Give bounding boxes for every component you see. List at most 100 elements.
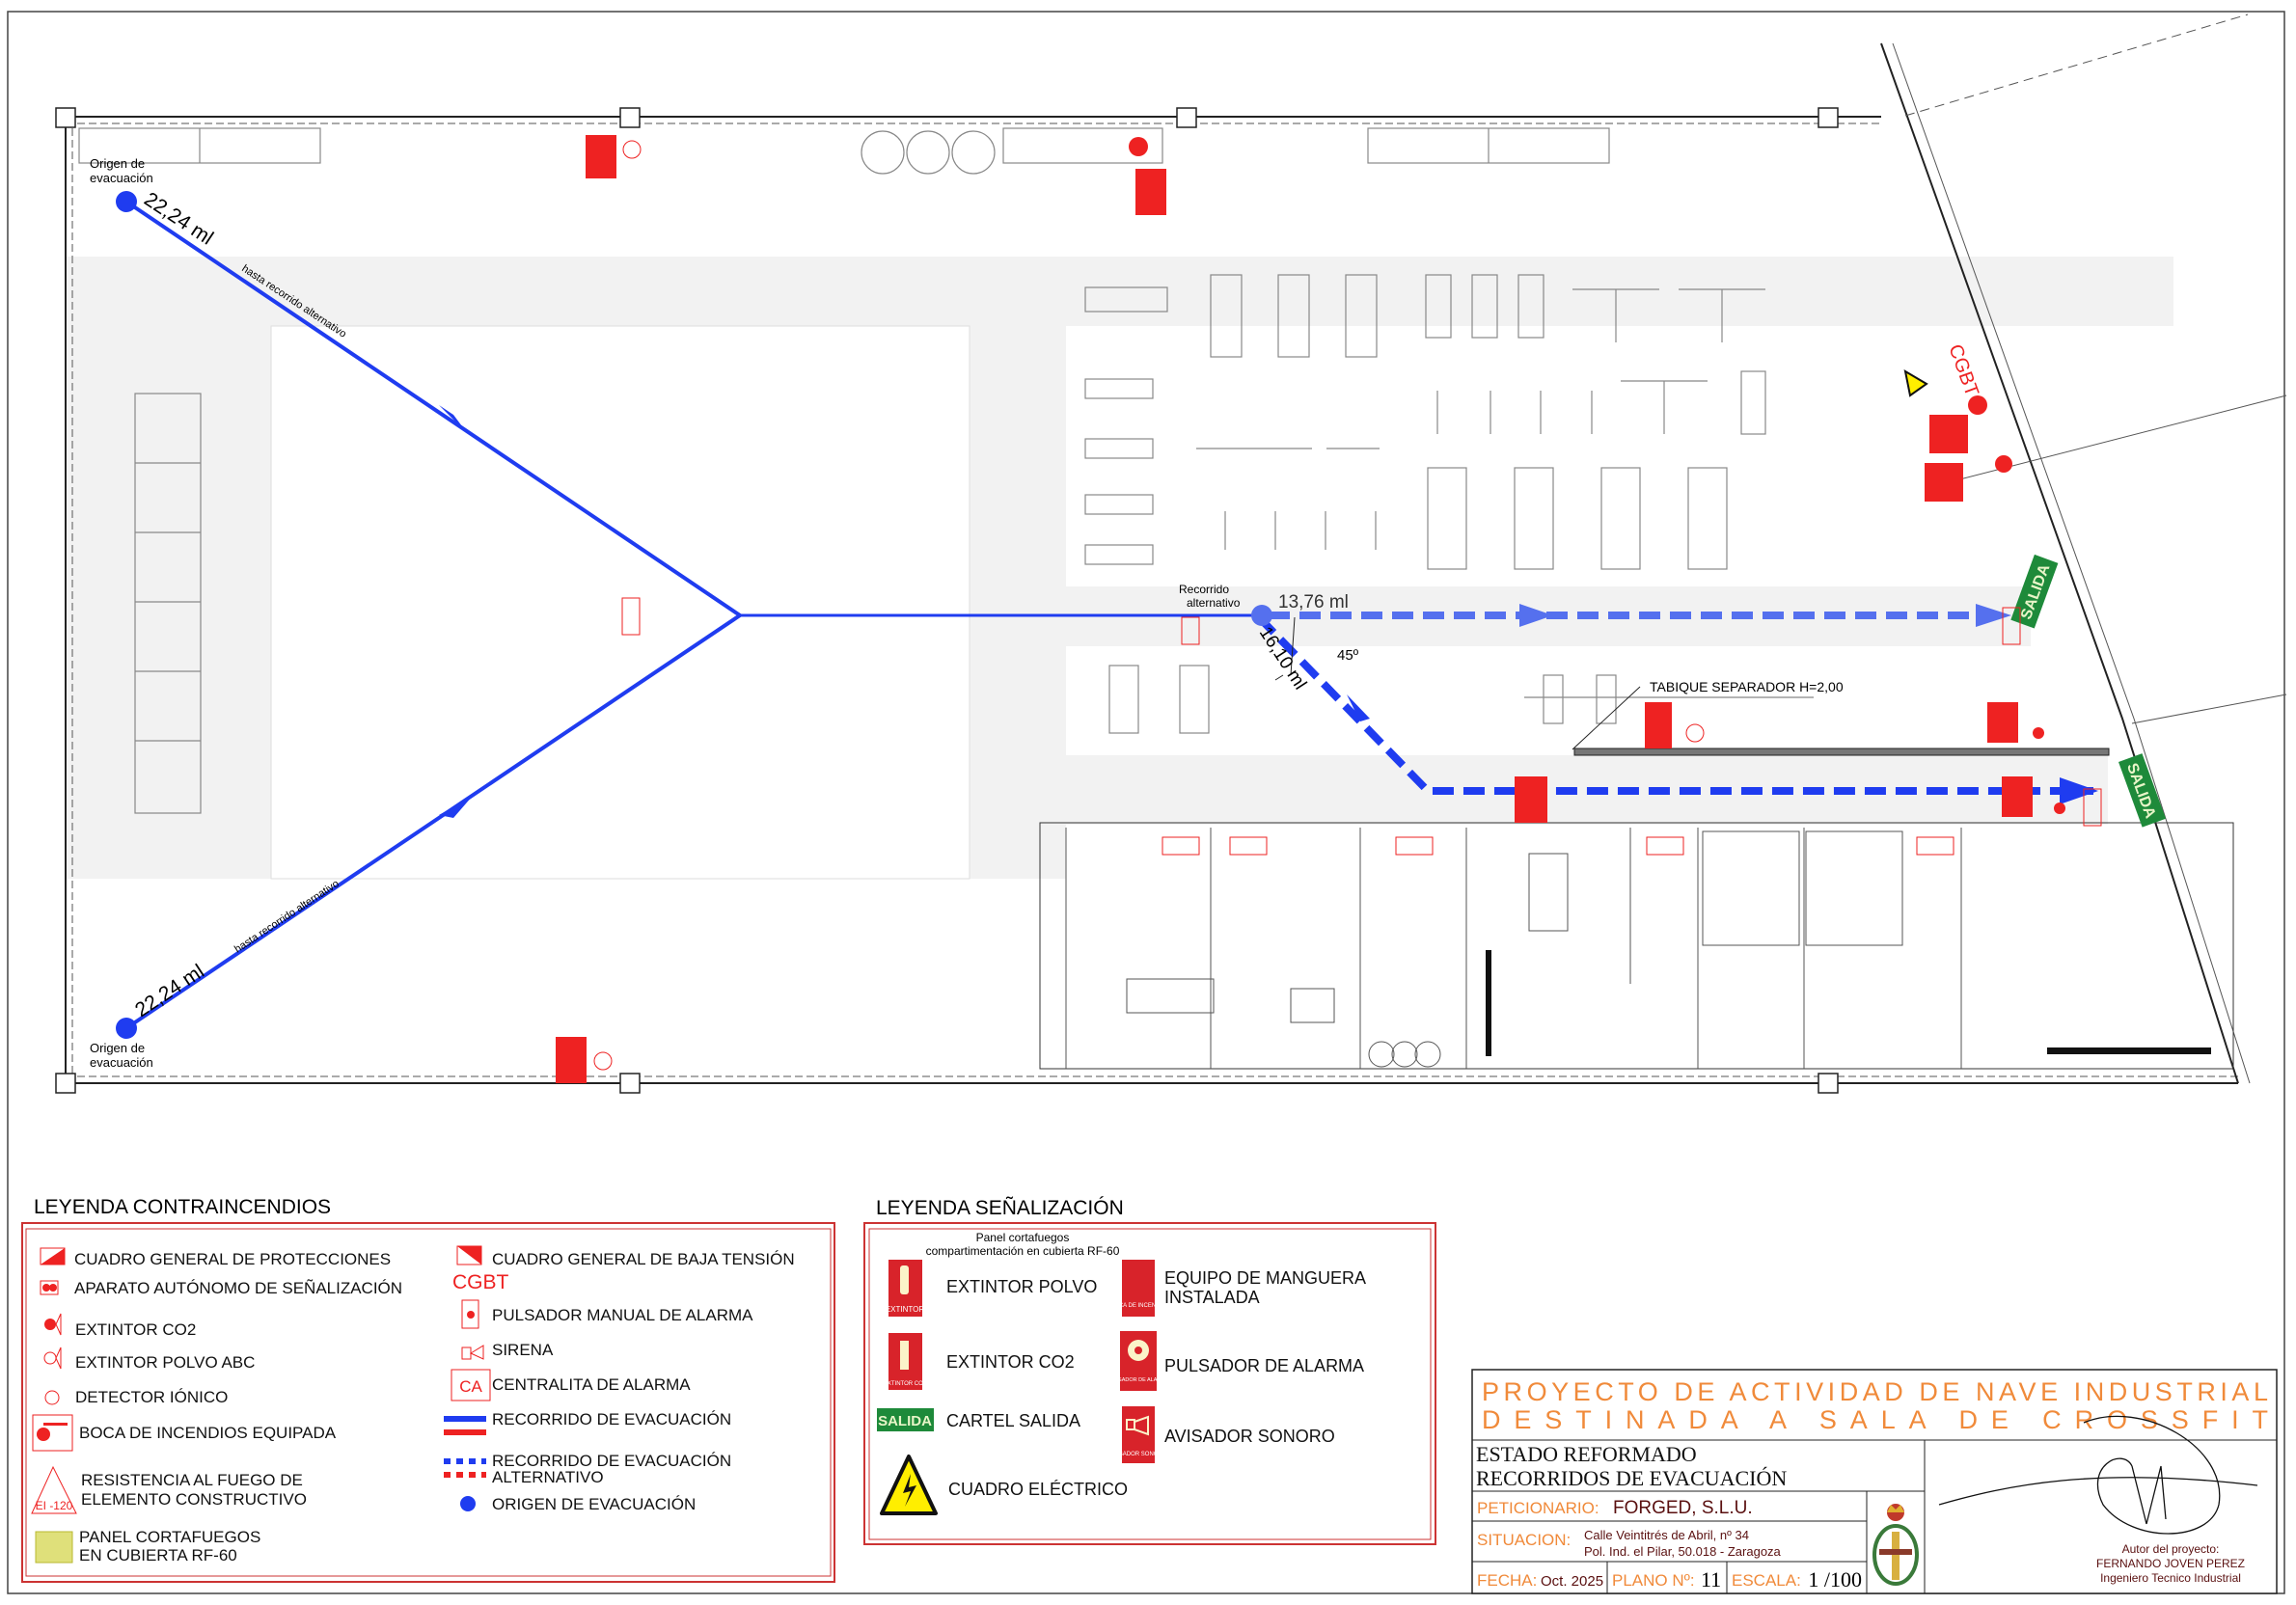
firewall-panel-icon	[35, 1531, 73, 1564]
panel-protection-icon	[41, 1248, 65, 1265]
field-label: PETICIONARIO:	[1477, 1499, 1599, 1517]
sign-text: EXTINTOR	[886, 1305, 925, 1314]
field-label: FECHA:	[1477, 1571, 1537, 1590]
peticionario-value: FORGED, S.L.U.	[1613, 1498, 1753, 1518]
alarm-button-sign-icon	[1987, 702, 2018, 743]
exit-sign-icon	[877, 1408, 934, 1431]
co2-extinguisher-icon	[44, 1319, 56, 1330]
escala-value: 1 /100	[1808, 1567, 1862, 1591]
legend-fire-protection: LEYENDA CONTRAINCENDIOS EI -120 CUADRO G…	[21, 1196, 835, 1583]
bench	[1486, 950, 1491, 1056]
origin-label: Origen de	[90, 156, 145, 171]
hose-sign-icon	[1929, 415, 1968, 453]
legend-item: APARATO AUTÓNOMO DE SEÑALIZACIÓN	[74, 1279, 402, 1297]
legend-item: CENTRALITA DE ALARMA	[492, 1375, 691, 1394]
floor-plan: Origen de evacuación Origen de evacuació…	[55, 14, 2287, 1094]
legend-item: ORIGEN DE EVACUACIÓN	[492, 1495, 696, 1513]
training-area	[270, 325, 970, 880]
sign-text: EXTINTOR CO2	[884, 1381, 927, 1387]
cgbt-icon	[457, 1246, 481, 1265]
origin-label: evacuación	[90, 1055, 153, 1070]
sign-text: SALIDA	[878, 1413, 932, 1429]
legend-fire-right-column: CGBT CA CUADRO GENERAL DE BAJA TENSIÓN P…	[444, 1245, 795, 1513]
sheet-frame	[7, 11, 2285, 1594]
rooms	[1039, 822, 2234, 1070]
legend-item: INSTALADA	[1164, 1288, 1260, 1307]
evacuation-route	[116, 191, 2098, 1039]
title-block: PROYECTO DE ACTIVIDAD DE NAVE INDUSTRIAL…	[1471, 1369, 2278, 1594]
alarm-button-icon	[2033, 727, 2044, 739]
gym-machines	[1084, 274, 1814, 734]
angle-marker	[1274, 616, 1296, 681]
legend-item: CUADRO GENERAL DE BAJA TENSIÓN	[492, 1250, 795, 1268]
extinguisher-sign-icon	[1645, 702, 1672, 748]
origin-point	[116, 191, 137, 212]
plano-value: 11	[1701, 1567, 1721, 1591]
ei-label: EI -120	[36, 1499, 73, 1512]
hose-sign-icon	[1135, 169, 1166, 215]
route-arrow	[1519, 604, 1553, 627]
route-arrow	[439, 405, 468, 434]
route-arrow	[2060, 777, 2098, 804]
plan-state: ESTADO REFORMADO	[1476, 1442, 1697, 1466]
siren-sign-icon	[1122, 1406, 1155, 1463]
evacuation-route-icon	[444, 1416, 486, 1422]
author-name: FERNANDO JOVEN PEREZ	[2096, 1557, 2245, 1570]
siren-sign-icon	[1515, 776, 1547, 823]
legend-item: PULSADOR DE ALARMA	[1164, 1356, 1364, 1375]
field-label: PLANO Nº:	[1612, 1571, 1695, 1590]
distance-label: 13,76 ml	[1278, 592, 1349, 612]
legend-item: PANEL CORTAFUEGOS	[79, 1528, 260, 1546]
legend-item: RECORRIDO DE EVACUACIÓN	[492, 1410, 731, 1428]
origin-label: evacuación	[90, 171, 153, 185]
bench	[2047, 1047, 2211, 1054]
angle-label: 45º	[1337, 647, 1359, 664]
wall-right	[1880, 42, 2239, 1084]
fire-hose-icon	[32, 1414, 73, 1452]
emergency-lights	[593, 140, 2102, 1071]
note: compartimentación en cubierta RF-60	[926, 1244, 1120, 1258]
fire-equipment-signs	[556, 135, 2065, 1083]
college-emblem	[1872, 1504, 1919, 1586]
pillars	[55, 107, 1839, 1094]
extinguisher-sign-icon	[556, 1037, 587, 1083]
wall-right-outer	[1892, 42, 2251, 1084]
ionic-detector-icon	[44, 1390, 60, 1405]
route-arrow	[1347, 694, 1370, 721]
legend-item: EXTINTOR POLVO ABC	[75, 1353, 255, 1372]
alarm-button-icon	[2054, 802, 2065, 814]
situacion-value: Pol. Ind. el Pilar, 50.018 - Zaragoza	[1584, 1544, 1782, 1559]
legend-item: PULSADOR MANUAL DE ALARMA	[492, 1306, 753, 1324]
author-label: Autor del proyecto:	[2122, 1542, 2220, 1556]
signature	[1938, 1415, 2258, 1535]
route-arrow	[439, 796, 473, 818]
fire-hose-icon	[1968, 395, 1987, 415]
field-label: ESCALA:	[1732, 1571, 1801, 1590]
legend-item: CUADRO GENERAL DE PROTECCIONES	[74, 1250, 391, 1268]
legend-item: EQUIPO DE MANGUERA	[1164, 1268, 1366, 1288]
partition-leader	[1572, 686, 1641, 750]
alternative-label: Recorrido	[1179, 583, 1229, 596]
partition-wall	[1573, 748, 2110, 756]
field-label: SITUACION:	[1477, 1531, 1571, 1549]
alarm-button-sign-icon	[2002, 776, 2033, 817]
alternative-route-line	[1256, 614, 2093, 795]
legend-item: BOCA DE INCENDIOS EQUIPADA	[79, 1424, 337, 1442]
legend-item: ALTERNATIVO	[492, 1468, 604, 1486]
electric-hazard-icon	[1903, 368, 1928, 397]
extinguisher-sign-icon	[1925, 463, 1963, 502]
alarm-panel-icon	[451, 1369, 491, 1401]
legend-item: AVISADOR SONORO	[1164, 1427, 1335, 1446]
legend-item: EXTINTOR CO2	[75, 1320, 196, 1339]
legend-item: CUADRO ELÉCTRICO	[948, 1480, 1128, 1499]
legend-item: RECORRIDO DE EVACUACIÓN	[492, 1452, 731, 1470]
legend-item: DETECTOR IÓNICO	[75, 1388, 228, 1406]
roof-line	[2131, 694, 2287, 724]
cgbt-label: CGBT	[1944, 341, 1982, 399]
alternative-label: alternativo	[1187, 596, 1241, 610]
plan-title: RECORRIDOS DE EVACUACIÓN	[1476, 1466, 1787, 1490]
alarm-button-icon	[461, 1299, 479, 1329]
powder-extinguisher-icon	[43, 1351, 57, 1365]
alternative-origin-point	[1251, 605, 1272, 626]
